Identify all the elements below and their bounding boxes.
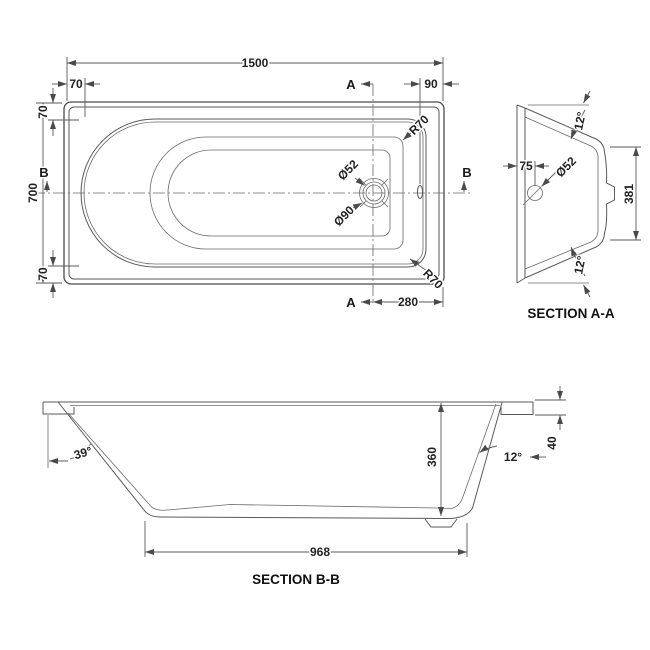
- dim-text-rim-bottom: 70: [36, 267, 50, 281]
- section-marker-b-right: B: [461, 164, 473, 192]
- bb-inner-profile: [67, 403, 497, 511]
- dim-overflow-offset: 90: [404, 76, 459, 184]
- dim-text-width: 700: [26, 183, 40, 203]
- basin-slope-line: [149, 136, 404, 250]
- dim-text-drain-offset: 280: [398, 295, 418, 309]
- dim-bb-rim-height: 40: [535, 386, 566, 451]
- dim-rim-top: 70: [35, 88, 79, 136]
- dim-drain-offset: 280: [373, 287, 444, 311]
- dim-text-rim-left: 70: [69, 77, 83, 91]
- dim-text-drain-dia: Ø52: [335, 157, 361, 183]
- section-aa-title: SECTION A-A: [527, 306, 614, 321]
- aa-rim-flange: [516, 104, 526, 284]
- dim-text-bb-foot-angle: 12°: [504, 450, 522, 464]
- leader-radius-bottom: R70: [409, 258, 447, 293]
- leader-drain-diameter: Ø52: [334, 155, 365, 186]
- leader-waste-diameter: Ø90: [330, 201, 363, 230]
- dim-text-waste-dia: Ø90: [331, 203, 357, 229]
- dim-rim-bottom: 70: [35, 250, 79, 298]
- basin-opening-outer: [80, 118, 427, 268]
- drain-symbol: [359, 178, 389, 208]
- dim-bb-base-length: 968: [144, 521, 468, 561]
- dim-aa-drain-offset: 75: [503, 158, 549, 175]
- dim-aa-angle-top: 12°: [528, 90, 591, 140]
- section-label-b-right: B: [462, 165, 471, 180]
- basin-floor-line: [167, 149, 391, 237]
- dim-text-overflow-offset: 90: [424, 77, 438, 91]
- section-marker-b-left: B: [38, 164, 50, 192]
- section-bb-title: SECTION B-B: [252, 572, 340, 587]
- leader-radius-top: R70: [402, 111, 433, 141]
- section-label-b-left: B: [39, 165, 48, 180]
- dim-text-bb-depth: 360: [425, 447, 439, 467]
- aa-inner-shell: [524, 116, 599, 270]
- section-bb-view: 968 360 12° 40 39° SECTION B-B: [42, 386, 566, 587]
- dim-text-bb-head-angle: 39°: [72, 444, 93, 463]
- dim-bb-head-angle: 39°: [47, 415, 95, 468]
- basin-opening-inner: [83, 121, 424, 265]
- dim-text-length: 1500: [242, 56, 269, 70]
- dim-bb-depth: 360: [424, 403, 444, 516]
- dim-aa-base-width: 381: [610, 146, 641, 241]
- section-label-a-top: A: [346, 77, 356, 92]
- dim-text-bb-rim-height: 40: [545, 436, 559, 450]
- bb-left-rim-block: [42, 402, 75, 415]
- dim-text-aa-drain-dia: Ø52: [553, 154, 579, 180]
- dim-text-aa-angle-top: 12°: [571, 110, 589, 131]
- section-marker-a-bottom: A: [345, 294, 373, 312]
- dim-rim-left: 70: [52, 76, 100, 117]
- dim-overall-width: 700: [25, 102, 62, 284]
- dim-text-radius-bottom: R70: [420, 266, 446, 292]
- dim-text-aa-drain-offset: 75: [519, 159, 533, 173]
- dim-text-bb-base-length: 968: [310, 545, 330, 559]
- dim-text-aa-base-width: 381: [622, 184, 636, 204]
- dim-aa-angle-bottom: 12°: [528, 246, 591, 298]
- leader-aa-drain-dia: Ø52: [541, 152, 581, 187]
- section-aa-view: 75 Ø52 381 12° 12° SECTION A-A: [503, 90, 641, 321]
- dim-overall-length: 1500: [66, 55, 444, 101]
- overflow-hole: [416, 185, 424, 199]
- plan-view: 1500 70 90 700 70: [25, 55, 474, 312]
- section-label-a-bottom: A: [346, 295, 356, 310]
- bb-drain-recess: [424, 518, 458, 528]
- dim-bb-foot-angle: 12°: [479, 444, 546, 466]
- section-marker-a-top: A: [345, 76, 373, 94]
- aa-outer-shell: [524, 107, 615, 279]
- bb-outer-profile: [57, 401, 503, 520]
- dim-text-rim-top: 70: [36, 105, 50, 119]
- dim-text-aa-angle-bottom: 12°: [571, 254, 589, 275]
- aa-drain-centerline: [522, 186, 542, 206]
- bb-right-rim-block: [500, 402, 534, 415]
